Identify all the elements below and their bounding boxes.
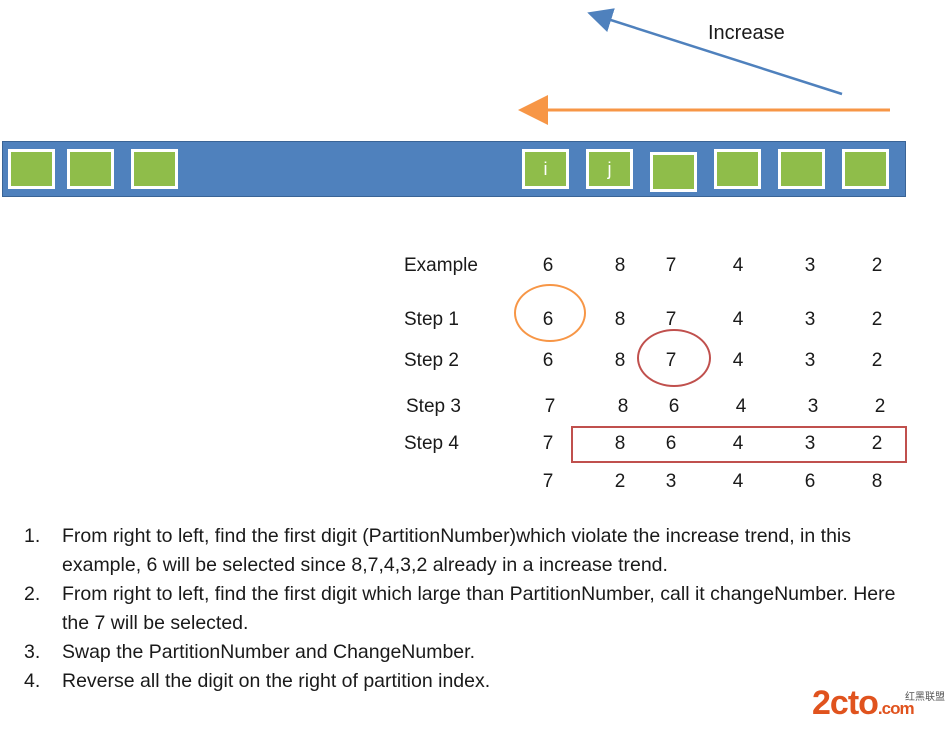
digit-value: 7 bbox=[665, 309, 677, 330]
instruction-item: 2. From right to left, find the first dig… bbox=[24, 580, 904, 638]
row-label: Step 1 bbox=[404, 309, 459, 330]
digit-value: 3 bbox=[807, 396, 819, 417]
digit-value: 6 bbox=[668, 396, 680, 417]
digit-value: 4 bbox=[735, 396, 747, 417]
watermark-logo: 2cto.com bbox=[812, 684, 915, 723]
digit-value: 8 bbox=[617, 396, 629, 417]
array-cell bbox=[67, 149, 114, 189]
digit-value: 4 bbox=[732, 255, 744, 276]
digit-value: 2 bbox=[871, 255, 883, 276]
array-cell bbox=[8, 149, 55, 189]
watermark-suffix: .com bbox=[877, 699, 915, 718]
digit-value: 8 bbox=[614, 255, 626, 276]
instruction-text: Swap the PartitionNumber and ChangeNumbe… bbox=[62, 641, 475, 663]
digit-value: 4 bbox=[732, 433, 744, 454]
instruction-item: 3. Swap the PartitionNumber and ChangeNum… bbox=[24, 638, 904, 667]
digit-value: 4 bbox=[732, 350, 744, 371]
instruction-number: 1. bbox=[24, 525, 41, 547]
digit-value: 2 bbox=[871, 309, 883, 330]
digit-value: 6 bbox=[804, 471, 816, 492]
digit-value: 8 bbox=[614, 309, 626, 330]
partition-number-circle bbox=[514, 284, 586, 342]
digit-value: 7 bbox=[665, 255, 677, 276]
digit-value: 3 bbox=[804, 309, 816, 330]
row-label: Step 2 bbox=[404, 350, 459, 371]
digit-value: 6 bbox=[542, 255, 554, 276]
digit-value: 2 bbox=[874, 396, 886, 417]
array-cell bbox=[778, 149, 825, 189]
instruction-number: 3. bbox=[24, 641, 41, 663]
digit-value: 3 bbox=[804, 255, 816, 276]
row-label: Step 4 bbox=[404, 433, 459, 454]
digit-value: 2 bbox=[871, 433, 883, 454]
watermark-main: 2cto bbox=[812, 684, 879, 722]
digit-value: 4 bbox=[732, 309, 744, 330]
digit-value: 2 bbox=[614, 471, 626, 492]
digit-value: 3 bbox=[665, 471, 677, 492]
instruction-number: 4. bbox=[24, 670, 41, 692]
array-cell bbox=[650, 152, 697, 192]
digit-value: 3 bbox=[804, 350, 816, 371]
instruction-number: 2. bbox=[24, 583, 41, 605]
digit-value: 6 bbox=[542, 350, 554, 371]
digit-value: 7 bbox=[544, 396, 556, 417]
digit-value: 8 bbox=[614, 350, 626, 371]
instruction-text: From right to left, find the first digit… bbox=[62, 583, 896, 634]
increase-arrow bbox=[587, 8, 843, 96]
digit-value: 3 bbox=[804, 433, 816, 454]
array-cell: j bbox=[586, 149, 633, 189]
instruction-text: Reverse all the digit on the right of pa… bbox=[62, 670, 491, 692]
digit-value: 7 bbox=[542, 471, 554, 492]
array-cell: i bbox=[522, 149, 569, 189]
instructions-list: 1. From right to left, find the first dig… bbox=[24, 522, 904, 696]
increase-label: Increase bbox=[708, 22, 785, 44]
array-cell bbox=[131, 149, 178, 189]
digit-value: 6 bbox=[665, 433, 677, 454]
digit-value: 4 bbox=[732, 471, 744, 492]
change-number-circle bbox=[637, 329, 711, 387]
digit-value: 7 bbox=[542, 433, 554, 454]
array-cell bbox=[842, 149, 889, 189]
digit-value: 8 bbox=[871, 471, 883, 492]
digit-value: 8 bbox=[614, 433, 626, 454]
digit-value: 2 bbox=[871, 350, 883, 371]
instruction-item: 4. Reverse all the digit on the right of … bbox=[24, 667, 904, 696]
reverse-range-box bbox=[571, 426, 907, 463]
instruction-text: From right to left, find the first digit… bbox=[62, 525, 851, 576]
watermark-cn: 红黑联盟 bbox=[905, 692, 945, 703]
row-label: Step 3 bbox=[406, 396, 461, 417]
instruction-item: 1. From right to left, find the first dig… bbox=[24, 522, 904, 580]
array-cell bbox=[714, 149, 761, 189]
row-label: Example bbox=[404, 255, 478, 276]
